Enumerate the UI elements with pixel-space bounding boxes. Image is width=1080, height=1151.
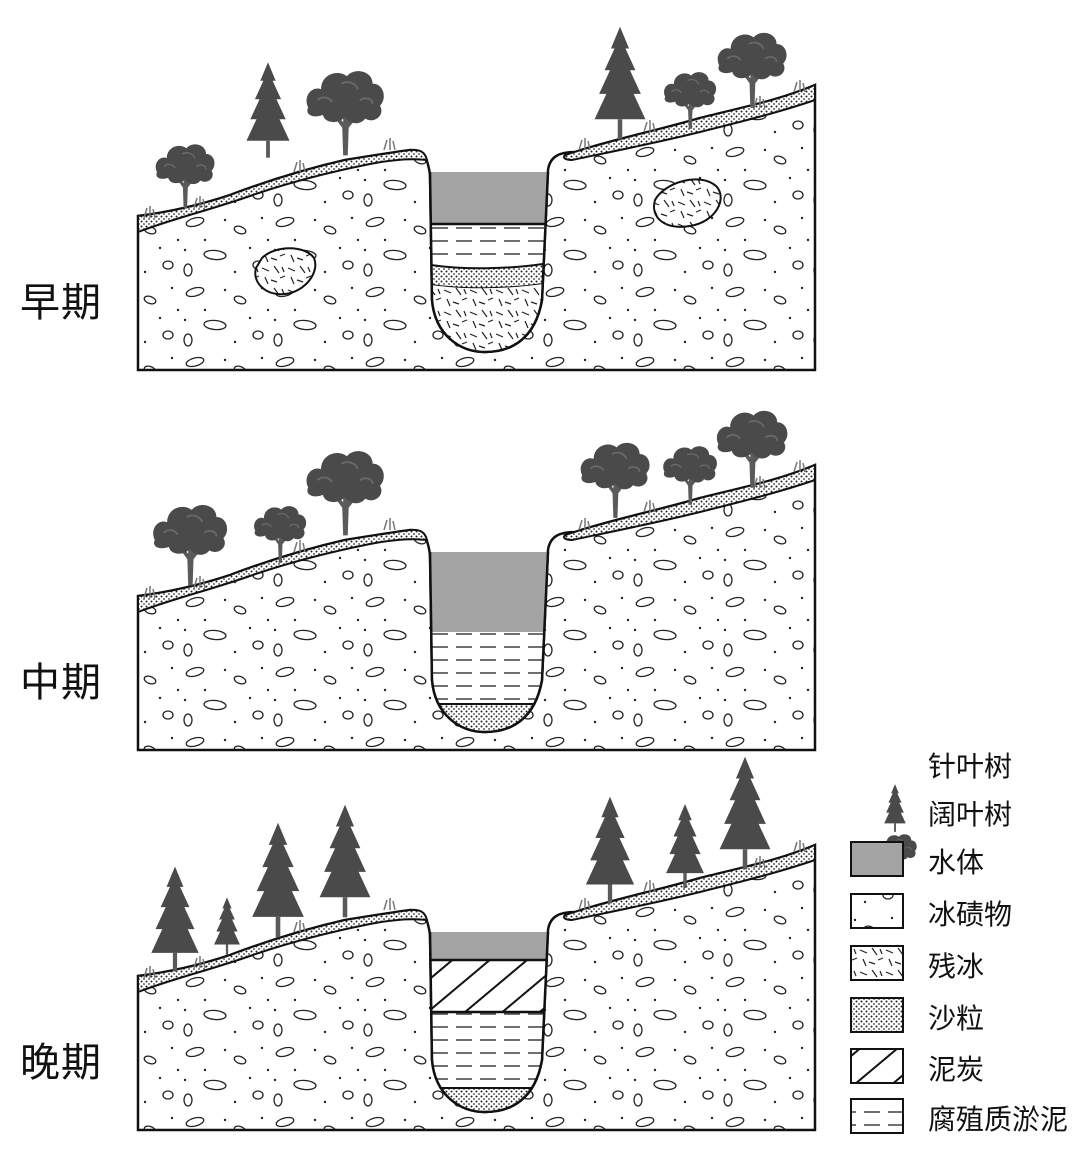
panel-late: [136, 756, 817, 1132]
sand-early: [430, 260, 548, 290]
legend-sand-swatch: [850, 997, 904, 1033]
gyttja-middle: [430, 632, 548, 704]
broadleaf-tree-middle-5: [715, 409, 789, 489]
legend-label-broadleaf: 阔叶树: [928, 798, 1013, 831]
conifer-tree-late-1: [214, 897, 240, 955]
conifer-tree-late-6: [719, 756, 771, 870]
topsoil-left-late: [137, 908, 429, 994]
stage-label-late: 晚期: [20, 1040, 102, 1086]
legend-moraine-swatch: [850, 893, 904, 929]
legend-conifer-icon: [884, 784, 906, 832]
broadleaf-tree-early-2: [305, 70, 385, 157]
panel-early: [136, 26, 817, 372]
conifer-tree-early-1: [246, 62, 290, 158]
broadleaf-tree-middle-0: [152, 503, 229, 587]
legend-gyttja-swatch: [850, 1098, 904, 1134]
conifer-tree-late-4: [585, 796, 635, 904]
legend-water-swatch: [850, 841, 904, 877]
dead-ice-block-right: [653, 178, 722, 228]
legend-label-moraine: 冰碛物: [928, 898, 1013, 931]
water-early: [430, 172, 548, 224]
legend-label-water: 水体: [928, 846, 985, 879]
legend-peat-swatch: [850, 1048, 904, 1084]
water-late: [430, 932, 548, 960]
topsoil-left-early: [137, 148, 429, 234]
stage-label-middle: 中期: [20, 660, 102, 706]
legend-symbols: [850, 784, 918, 1134]
broadleaf-tree-middle-2: [305, 450, 385, 537]
conifer-tree-late-2: [252, 822, 304, 938]
legend-label-conifer: 针叶树: [928, 750, 1013, 783]
legend-dead-ice-swatch: [850, 945, 904, 981]
conifer-tree-late-0: [151, 866, 199, 972]
legend-label-dead-ice: 残冰: [928, 950, 985, 983]
conifer-tree-early-3: [594, 26, 646, 140]
conifer-tree-late-5: [666, 804, 704, 888]
broadleaf-tree-early-0: [154, 143, 216, 210]
gyttja-late: [430, 1012, 548, 1088]
dead-ice-block-left: [254, 247, 317, 296]
legend-label-sand: 沙粒: [928, 1002, 985, 1035]
panel-middle: [136, 409, 817, 752]
conifer-tree-late-3: [319, 804, 371, 918]
broadleaf-tree-early-5: [716, 31, 788, 109]
stage-label-early: 早期: [20, 280, 102, 326]
gyttja-early: [430, 224, 548, 264]
topsoil-left-middle: [137, 528, 429, 614]
broadleaf-tree-middle-3: [579, 441, 651, 519]
water-middle: [430, 552, 548, 632]
peat-late: [430, 960, 548, 1012]
topsoil-right-late: [563, 843, 816, 922]
legend-label-gyttja: 腐殖质淤泥: [928, 1103, 1069, 1136]
legend-label-peat: 泥炭: [928, 1053, 985, 1086]
